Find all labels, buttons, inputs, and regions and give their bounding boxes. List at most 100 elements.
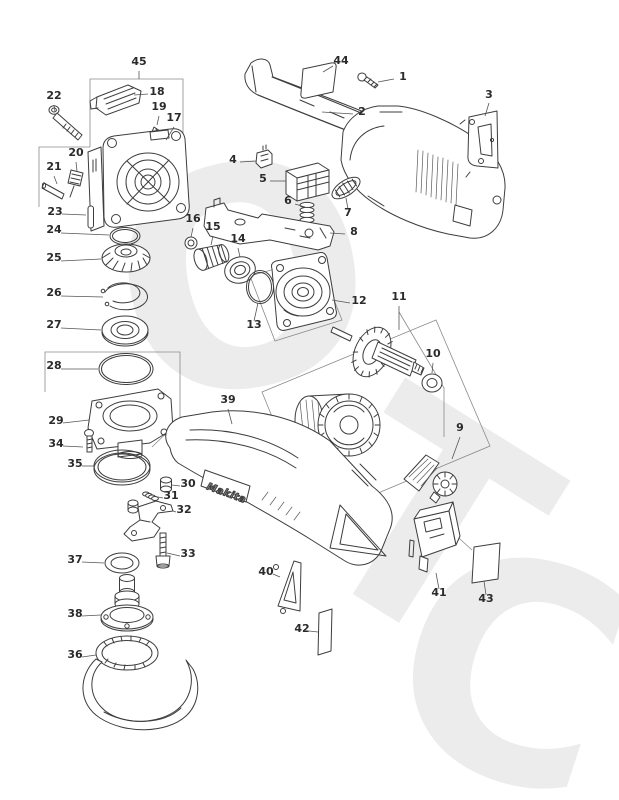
part-drawing-pinion-15 bbox=[193, 244, 230, 271]
part-label-33: 33 bbox=[180, 547, 195, 560]
leader-line-19 bbox=[156, 115, 160, 126]
part-drawing-bearing-plate-12 bbox=[271, 252, 337, 331]
part-label-35: 35 bbox=[67, 457, 82, 470]
leader-line-4 bbox=[239, 160, 257, 163]
part-label-32: 32 bbox=[176, 503, 191, 516]
part-label-34: 34 bbox=[48, 437, 64, 450]
part-drawings: Makita bbox=[41, 58, 506, 731]
part-label-25: 25 bbox=[46, 251, 61, 264]
leader-line-34 bbox=[62, 445, 84, 448]
leader-line-37 bbox=[81, 561, 105, 564]
part-drawing-end-cap-9 bbox=[429, 471, 458, 504]
part-label-27: 27 bbox=[46, 318, 61, 331]
part-label-5: 5 bbox=[259, 172, 267, 185]
part-drawing-screw-34 bbox=[84, 429, 94, 453]
part-label-16: 16 bbox=[185, 212, 201, 225]
leader-line-8 bbox=[329, 232, 346, 235]
part-drawing-sticker-42 bbox=[317, 608, 333, 656]
leader-line-39 bbox=[227, 408, 233, 425]
leader-line-7 bbox=[345, 197, 349, 210]
part-drawing-lever-32 bbox=[123, 500, 174, 542]
leader-line-25 bbox=[60, 258, 102, 262]
leader-line-40 bbox=[272, 573, 281, 578]
leader-line-42 bbox=[308, 630, 319, 633]
part-drawing-bracket-40 bbox=[273, 560, 302, 614]
leader-line-31 bbox=[157, 496, 164, 499]
part-drawing-sticker-44 bbox=[300, 62, 337, 99]
leader-line-27 bbox=[60, 327, 102, 331]
part-label-31: 31 bbox=[163, 489, 178, 502]
part-label-29: 29 bbox=[48, 414, 63, 427]
part-drawing-spring-6 bbox=[299, 201, 315, 224]
part-drawing-controller-41 bbox=[408, 501, 461, 573]
part-drawing-nut-16 bbox=[184, 236, 198, 250]
leader-line-26 bbox=[60, 295, 104, 298]
part-label-8: 8 bbox=[350, 225, 358, 238]
leader-line-20 bbox=[75, 161, 78, 172]
leader-line-36 bbox=[81, 654, 97, 658]
leader-line-10 bbox=[431, 362, 434, 374]
leader-line-6 bbox=[294, 203, 306, 208]
part-drawing-pin-21 bbox=[41, 182, 65, 200]
leader-line-15 bbox=[210, 235, 214, 246]
part-label-14: 14 bbox=[230, 232, 246, 245]
part-drawing-bolt-22 bbox=[48, 105, 83, 141]
part-label-1: 1 bbox=[399, 70, 407, 83]
leader-line-13 bbox=[253, 302, 259, 322]
part-label-22: 22 bbox=[46, 89, 61, 102]
part-label-17: 17 bbox=[166, 111, 181, 124]
part-drawing-screw-1 bbox=[357, 72, 379, 89]
part-label-18: 18 bbox=[149, 85, 164, 98]
part-label-12: 12 bbox=[351, 294, 366, 307]
part-label-42: 42 bbox=[294, 622, 309, 635]
part-label-45: 45 bbox=[131, 55, 146, 68]
leader-line-2 bbox=[321, 111, 354, 115]
bracket-11-10 bbox=[398, 311, 445, 437]
leader-line-1 bbox=[377, 78, 395, 83]
part-drawing-washer-37 bbox=[104, 552, 140, 574]
part-label-41: 41 bbox=[431, 586, 446, 599]
part-drawing-bevel-gear-25 bbox=[101, 243, 151, 273]
leader-line-23 bbox=[61, 213, 87, 216]
leader-line-32 bbox=[172, 510, 177, 513]
leader-line-38 bbox=[81, 614, 102, 617]
part-label-15: 15 bbox=[205, 220, 220, 233]
part-label-11: 11 bbox=[391, 290, 406, 303]
part-label-36: 36 bbox=[67, 648, 83, 661]
leader-line-16 bbox=[190, 227, 194, 238]
part-drawing-rear-housing-half bbox=[340, 105, 506, 239]
part-label-43: 43 bbox=[478, 592, 493, 605]
part-label-7: 7 bbox=[344, 206, 352, 219]
part-drawing-gear-housing-17 bbox=[87, 128, 190, 232]
leader-line-18 bbox=[133, 93, 149, 96]
part-label-44: 44 bbox=[333, 54, 349, 67]
part-drawing-brush-holder-18 bbox=[89, 84, 142, 116]
part-drawing-bearing-27 bbox=[101, 315, 149, 347]
leader-line-3 bbox=[484, 102, 490, 117]
part-drawing-stator-9 bbox=[294, 393, 381, 457]
leader-line-9 bbox=[451, 436, 461, 460]
part-drawing-pad-7 bbox=[331, 176, 361, 200]
bracket-20-23 bbox=[38, 146, 90, 207]
part-drawing-circlip-26 bbox=[100, 282, 148, 311]
leader-line-14 bbox=[237, 247, 241, 258]
part-drawing-clip-4 bbox=[255, 144, 273, 169]
part-drawing-bearing-10 bbox=[421, 373, 443, 393]
part-labels: 1234567891011121314151617181920212223242… bbox=[46, 54, 493, 661]
part-label-30: 30 bbox=[180, 477, 196, 490]
part-drawing-pin-23 bbox=[87, 205, 94, 229]
part-label-38: 38 bbox=[67, 607, 82, 620]
part-drawing-bearing-box-29 bbox=[87, 388, 174, 459]
part-label-9: 9 bbox=[456, 421, 464, 434]
part-drawing-armature-11 bbox=[330, 326, 425, 378]
leader-line-21 bbox=[53, 175, 58, 185]
part-label-2: 2 bbox=[358, 105, 366, 118]
part-label-39: 39 bbox=[220, 393, 235, 406]
leader-line-17 bbox=[165, 126, 175, 141]
part-drawing-sticker-43 bbox=[471, 542, 501, 584]
leader-line-44 bbox=[322, 65, 334, 73]
leader-line-29 bbox=[62, 419, 90, 424]
part-label-13: 13 bbox=[246, 318, 261, 331]
part-label-23: 23 bbox=[47, 205, 62, 218]
